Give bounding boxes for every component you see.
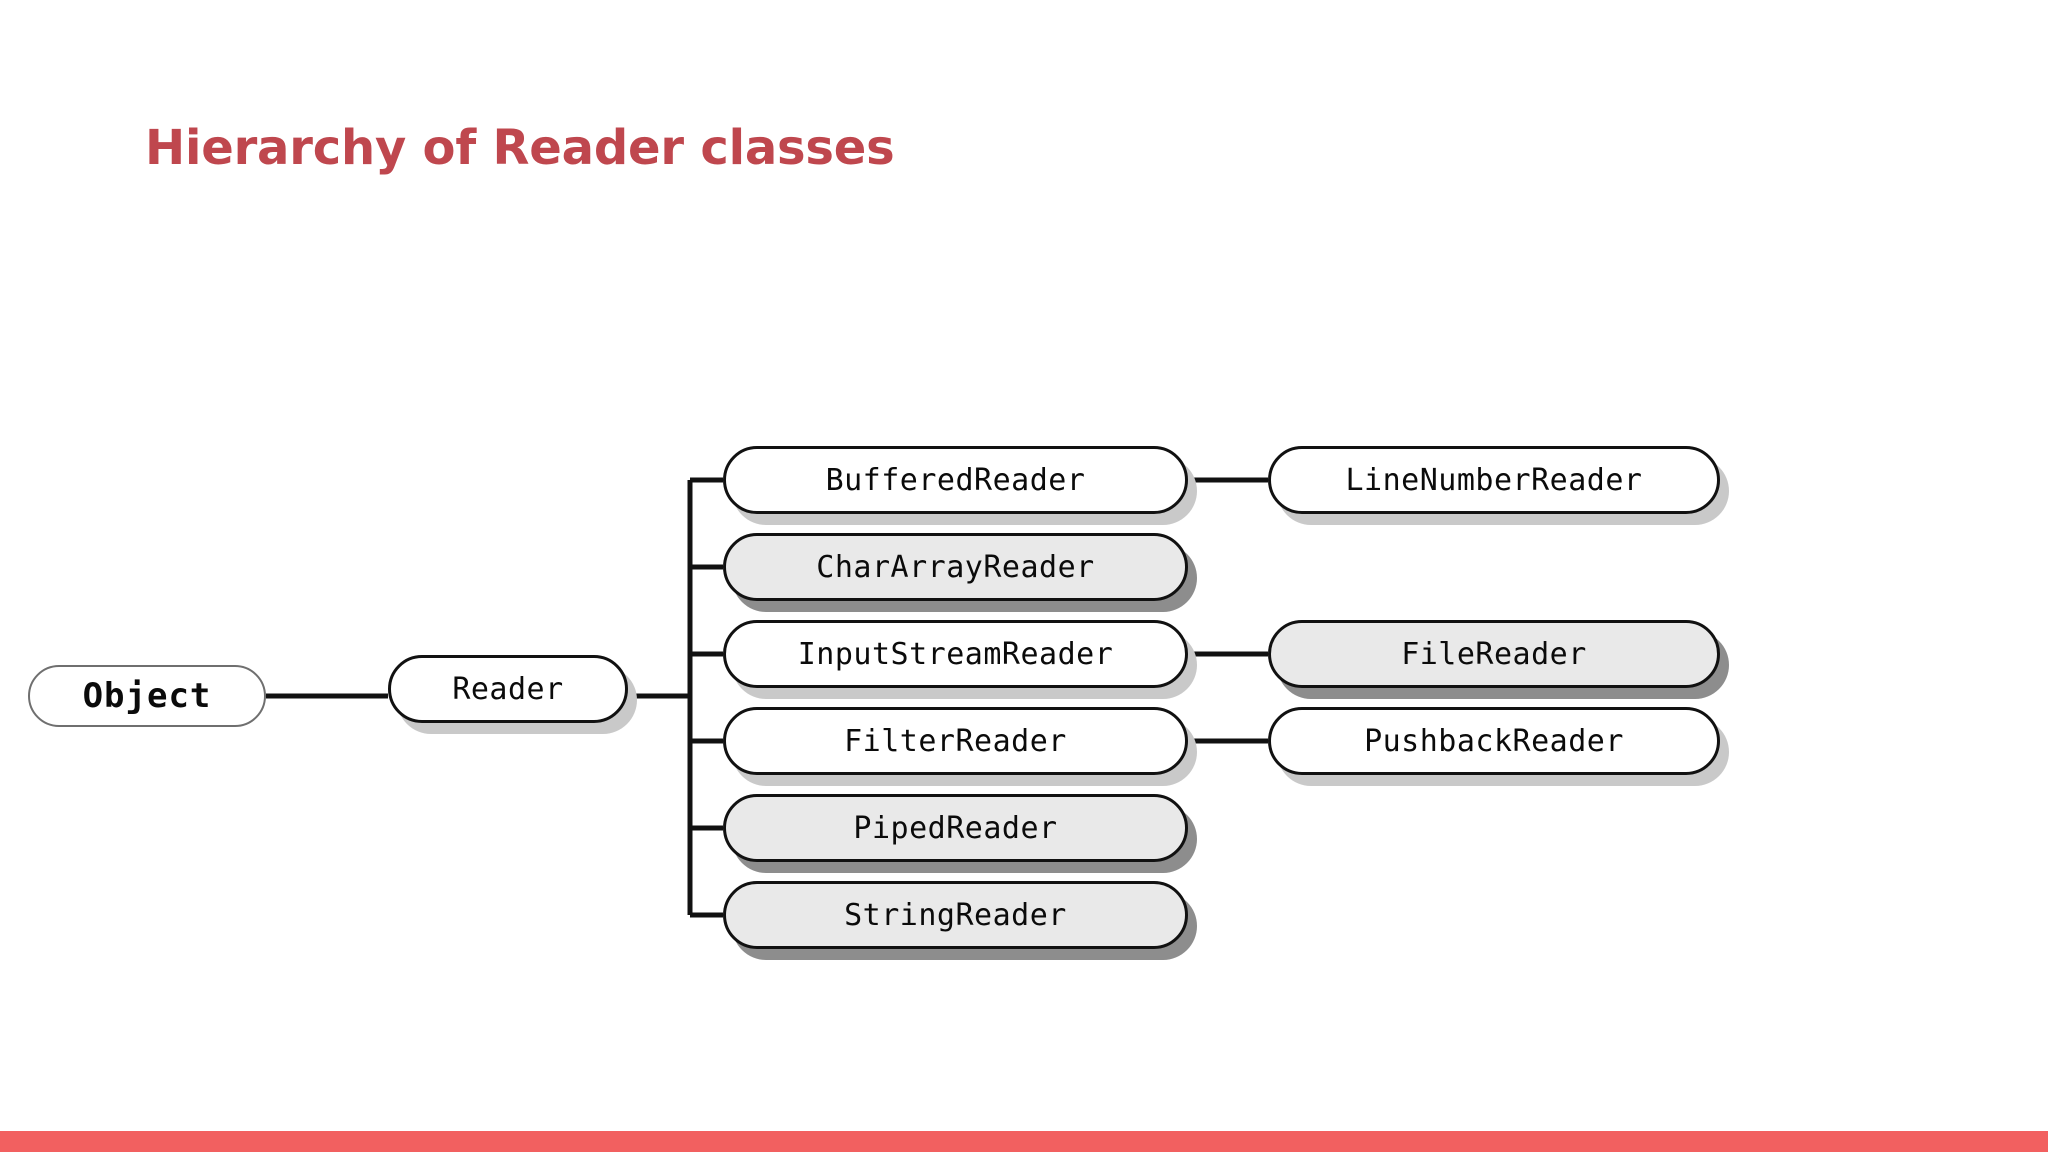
node-pushbackreader[interactable]: PushbackReader [1268, 707, 1729, 786]
node-capsule [723, 620, 1188, 688]
node-capsule [723, 794, 1188, 862]
node-object[interactable]: Object [28, 665, 266, 727]
node-capsule [723, 881, 1188, 949]
node-label: FileReader [1401, 636, 1587, 672]
node-label: CharArrayReader [816, 549, 1095, 585]
node-label: PipedReader [853, 810, 1058, 846]
node-label: StringReader [844, 897, 1067, 933]
node-capsule [723, 533, 1188, 601]
node-label: Reader [452, 671, 564, 707]
node-bufferedreader[interactable]: BufferedReader [723, 446, 1197, 525]
node-filterreader[interactable]: FilterReader [723, 707, 1197, 786]
node-filereader[interactable]: FileReader [1268, 620, 1729, 699]
node-pipedreader[interactable]: PipedReader [723, 794, 1197, 873]
node-linenumberreader[interactable]: LineNumberReader [1268, 446, 1729, 525]
node-capsule [28, 665, 266, 727]
node-capsule [723, 707, 1188, 775]
node-inputstreamreader[interactable]: InputStreamReader [723, 620, 1197, 699]
node-capsule [1268, 707, 1720, 775]
node-capsule [1268, 620, 1720, 688]
node-label: Object [82, 676, 212, 716]
node-label: BufferedReader [825, 462, 1086, 498]
node-capsule [388, 655, 628, 723]
node-label: PushbackReader [1364, 723, 1624, 759]
bottom-accent-bar [0, 1131, 2048, 1152]
page-title: Hierarchy of Reader classes [145, 120, 895, 176]
node-capsule [723, 446, 1188, 514]
node-stringreader[interactable]: StringReader [723, 881, 1197, 960]
node-label: InputStreamReader [797, 636, 1114, 672]
node-label: FilterReader [844, 723, 1067, 759]
node-reader[interactable]: Reader [388, 655, 637, 734]
node-label: LineNumberReader [1345, 462, 1643, 498]
node-capsule [1268, 446, 1720, 514]
node-chararrayreader[interactable]: CharArrayReader [723, 533, 1197, 612]
